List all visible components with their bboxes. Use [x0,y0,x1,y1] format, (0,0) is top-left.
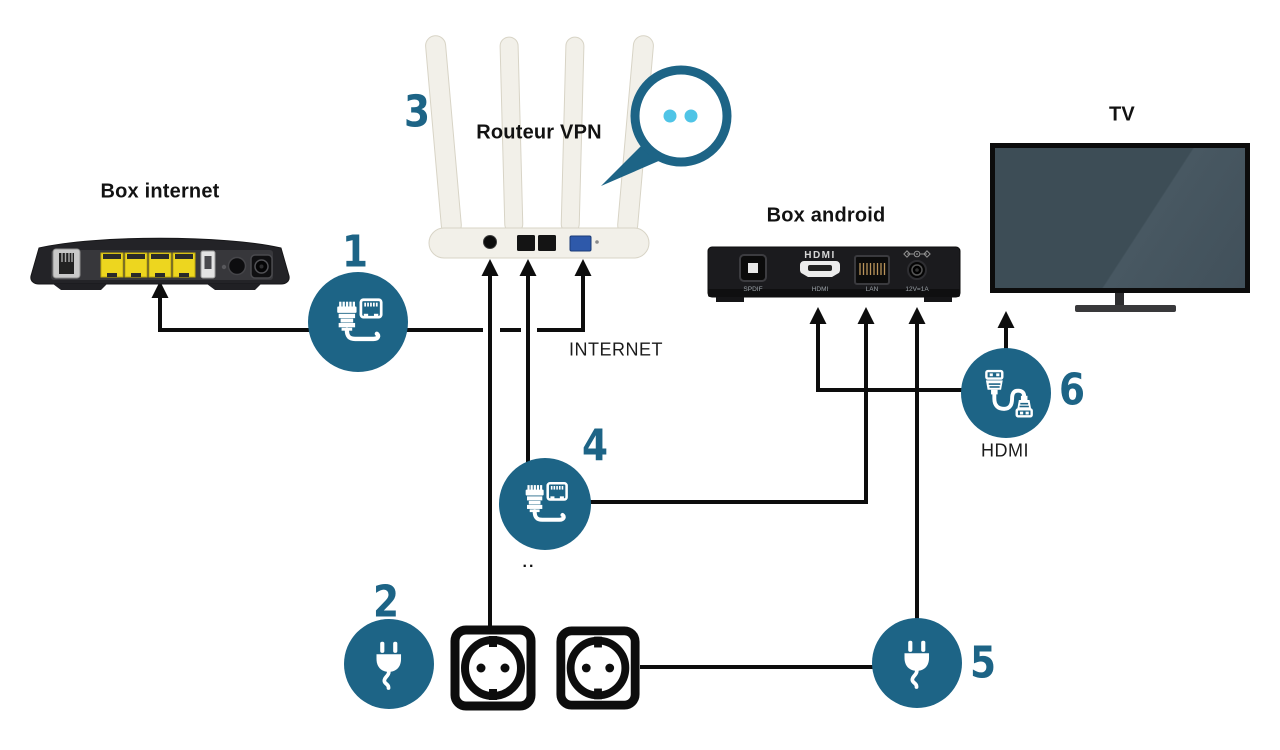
power-plug-icon [904,640,930,689]
cable-hdmi-from-androidbox [816,320,978,392]
led-dot-1 [663,109,677,123]
router-power-jack [483,235,497,249]
router-reset-dot [595,240,599,244]
ethernet-cable-icon [337,298,383,342]
callout-circle [630,65,732,167]
router-lan-port-1 [517,235,535,251]
cable-lan-to-androidbox [560,320,868,504]
modem-dc-jack [250,254,273,279]
arrow-to-modem [151,281,169,298]
modem-rj11-port [52,248,81,279]
arrow-to-router-power [481,259,499,276]
step-circle-6 [961,348,1051,438]
modem-reset-hole [221,264,227,270]
tv-stand-base [1075,305,1176,312]
modem-ethernet-ports [100,252,196,278]
tv-device [990,143,1250,293]
arrow-to-androidbox-power [908,307,926,324]
step-circle-4 [499,458,591,550]
modem-usb-port [200,250,216,279]
arrow-to-androidbox-hdmi [809,307,827,324]
spdif-port [739,254,767,282]
ellipsis-label: .. [522,554,536,571]
hdmi-port [800,261,840,277]
modem-power-button [227,256,247,276]
power-port-label: 12V=1A [905,286,929,293]
step-circle-1 [308,272,408,372]
hdmi-logo: HDMI [804,250,836,261]
arrow-to-androidbox-lan [857,307,875,324]
android-box-foot-right [924,297,952,302]
step-circle-2 [344,619,434,709]
ethernet-cable-icon [525,482,568,522]
modem-foot-right [207,284,261,290]
callout-tail [601,142,661,186]
hdmi-cable-icon [985,369,1033,418]
arrow-to-router-wan [574,259,592,276]
cable-internet-segment-3 [537,273,585,332]
step-circle-5 [872,618,962,708]
router-lan-port-2 [538,235,556,251]
android-box-device: HDMI SPDIF HDMI LAN 12V=1A [707,246,961,302]
led-callout-bubble [601,65,732,186]
modem-device [30,237,290,290]
led-dot-2 [684,109,698,123]
android-box-bottom-edge [708,289,960,297]
power-plug-icon [376,641,402,690]
tv-label: TV [1109,103,1135,126]
internet-label: INTERNET [569,339,663,360]
hdmi-port-label: HDMI [812,286,829,293]
step-number-4: 4 [581,420,609,472]
lan-port [854,255,890,285]
tv-screen [995,148,1245,288]
modem-label: Box internet [100,180,220,203]
modem-foot-left [53,284,107,290]
lan-port-label: LAN [866,286,879,293]
dc-jack [907,260,927,280]
android-box-port-labels: SPDIF HDMI LAN 12V=1A [743,286,929,293]
step-number-5: 5 [969,637,997,689]
step-number-3: 3 [403,86,431,138]
arrow-to-tv [997,311,1015,328]
step-number-2: 2 [372,576,400,628]
tv-stand-neck [1115,293,1124,306]
polarity-symbol [903,250,931,258]
step-number-6: 6 [1058,364,1086,416]
spdif-port-label: SPDIF [743,286,762,293]
router-label: Routeur VPN [476,121,602,144]
router-wan-port [569,235,592,252]
wall-outlet-1 [450,625,536,711]
android-box-label: Box android [766,204,886,227]
android-box-foot-left [716,297,744,302]
hdmi-cable-label: HDMI [981,440,1029,461]
wall-outlet-2 [556,626,640,710]
step-number-1: 1 [341,226,369,278]
arrow-to-router-lan [519,259,537,276]
